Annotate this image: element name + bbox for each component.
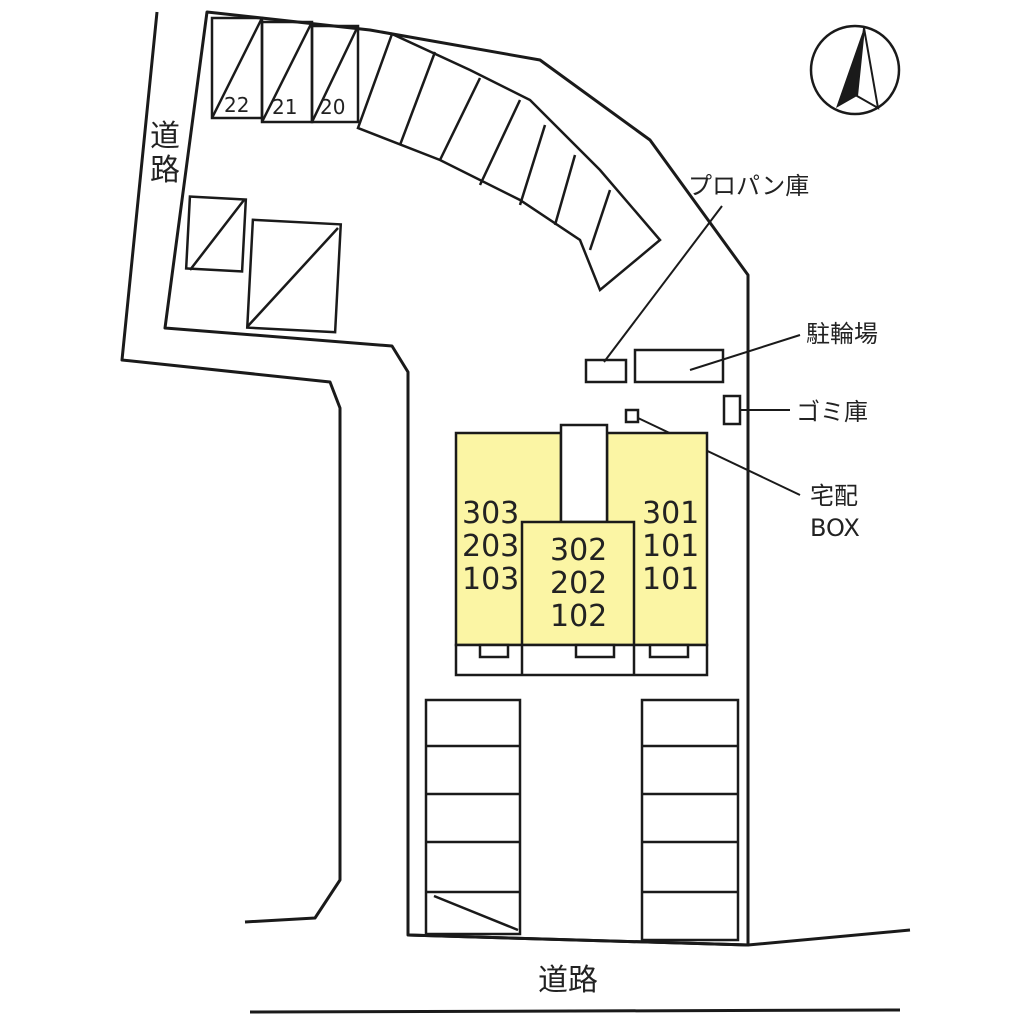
balcony-unit (574, 643, 616, 659)
parking-group-top-left (210, 16, 360, 124)
unit-left-1f: 103 (462, 562, 519, 597)
road-bottom-upper-edge (407, 928, 911, 947)
parking-divider (478, 99, 522, 186)
parking-divider (553, 154, 577, 226)
parking-group-bottom-right (640, 698, 740, 942)
apartment-building (454, 423, 709, 677)
parking-slot-diagonal (433, 894, 519, 932)
unit-left-3f: 303 (462, 496, 519, 531)
bicycle-parking-shape (633, 348, 725, 384)
north-arrow-icon (809, 24, 901, 116)
parking-slot-20 (310, 24, 360, 124)
unit-right-1f: 101 (642, 562, 699, 597)
bicycle-leader-line (689, 334, 801, 371)
parking-slot-diagonal (260, 21, 314, 123)
unit-center-1f: 102 (550, 599, 607, 634)
balcony-unit (648, 643, 690, 659)
unit-right-3f: 301 (642, 496, 699, 531)
parking-number-20: 20 (320, 95, 345, 119)
road-bottom-lower-edge (249, 1008, 901, 1014)
parking-divider (398, 51, 437, 146)
parking-divider (518, 124, 547, 206)
delivery-box-label-line1: 宅配 (810, 482, 858, 510)
unit-left-2f: 203 (462, 529, 519, 564)
parking-slot-diagonal (210, 17, 264, 119)
bicycle-parking-label: 駐輪場 (806, 320, 878, 348)
parking-row-outline (356, 32, 662, 293)
parking-group-bottom-left (424, 698, 522, 936)
propane-leader-line (603, 205, 723, 363)
road-bottom-label: 道路 (538, 963, 598, 998)
delivery-leader-line (637, 417, 801, 496)
delivery-box-label-line2: BOX (810, 514, 860, 542)
building-core-stair (559, 423, 609, 524)
parking-slot-diagonal (247, 227, 339, 327)
parking-column-outline (424, 698, 522, 936)
parking-divider (438, 77, 482, 161)
road-left-label-char-1: 道 (150, 119, 180, 154)
parking-slot (245, 218, 343, 334)
parking-divider (588, 189, 612, 251)
parking-group-left (184, 195, 343, 334)
unit-right-2f: 101 (642, 529, 699, 564)
garbage-storage-shape (722, 394, 742, 426)
parking-slot-diagonal (189, 199, 245, 271)
parking-number-21: 21 (272, 95, 297, 119)
road-left-outer-edge (120, 11, 342, 924)
parking-number-22: 22 (224, 93, 249, 117)
parking-slot-diagonal (310, 25, 360, 123)
propane-storage-shape (584, 358, 628, 384)
parking-slot (184, 195, 248, 273)
balcony-unit (478, 643, 510, 659)
parking-column-outline (640, 698, 740, 942)
unit-center-2f: 202 (550, 566, 607, 601)
delivery-box-shape (624, 408, 640, 424)
propane-storage-label: プロパン庫 (688, 172, 809, 200)
unit-center-3f: 302 (550, 533, 607, 568)
parking-group-top-curve (356, 32, 662, 293)
road-left-label-char-2: 路 (150, 153, 180, 188)
garbage-storage-label: ゴミ庫 (796, 398, 868, 426)
building-center-unit (520, 520, 636, 647)
